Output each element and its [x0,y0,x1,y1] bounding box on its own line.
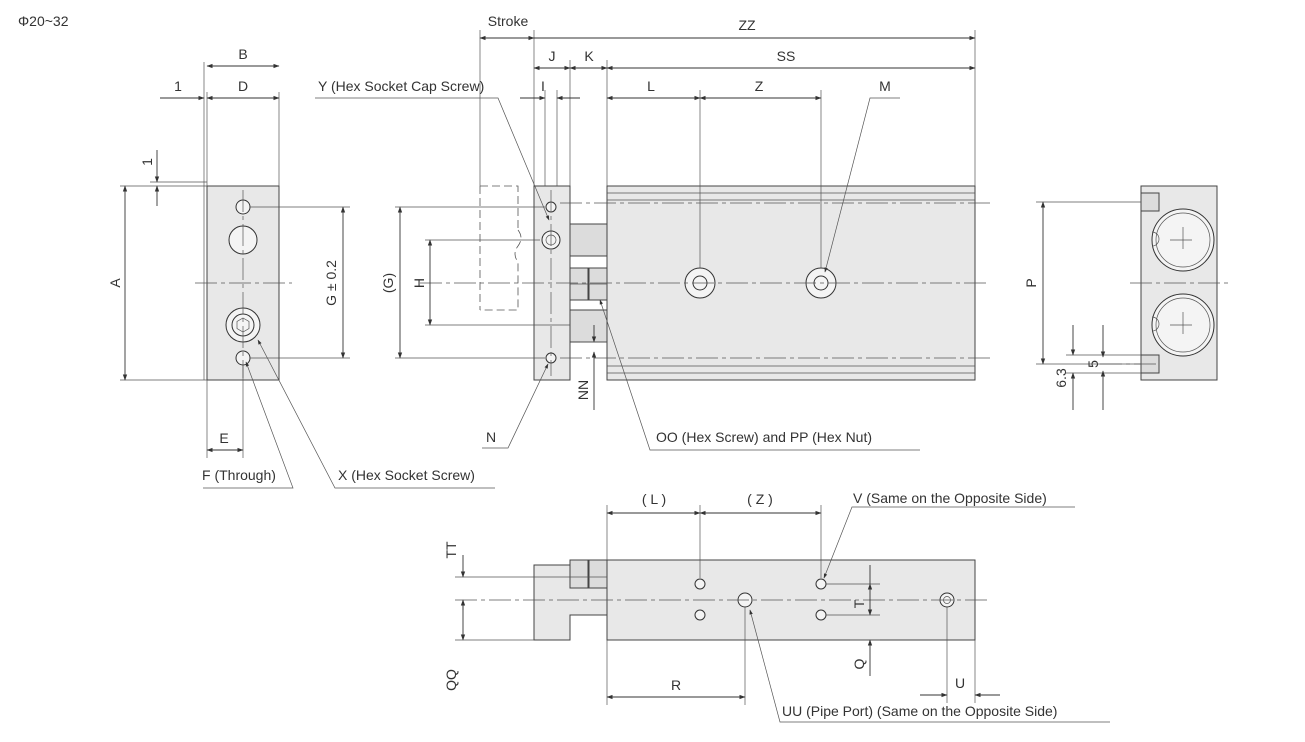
uu-pipe-port-label: UU (Pipe Port) (Same on the Opposite Sid… [782,703,1057,719]
dim-u-label: U [955,675,965,691]
x-hex-socket-screw-label: X (Hex Socket Screw) [338,467,475,483]
dim-zz-label: ZZ [738,17,756,33]
dim-e-label: E [219,430,228,446]
dim-h-label: H [411,278,427,288]
bottom-hole-4 [815,609,827,621]
dim-g-tolerance-label: G ± 0.2 [323,260,339,306]
dim-g-paren-label: (G) [380,273,396,293]
bottom-hex-screw [569,559,589,589]
dim-1-vertical-label: 1 [139,158,155,166]
bottom-hex-nut [588,559,608,589]
retaining-ring-lower [1151,316,1160,332]
dim-i-label: I [541,78,545,94]
dim-d-label: D [238,78,248,94]
dim-ss-label: SS [777,48,796,64]
dim-z-paren-label: ( Z ) [747,491,773,507]
dim-l-paren-label: ( L ) [642,491,666,507]
dim-a-label: A [107,278,123,288]
left-end-view: B D 1 1 A G ± 0.2 E F (Through) X (Hex S… [107,46,495,489]
m-label: M [879,78,891,94]
dim-1-horizontal-label: 1 [174,78,182,94]
dim-tt-label: TT [443,541,459,559]
dim-6-3-label: 6.3 [1053,368,1069,388]
f-through-label: F (Through) [202,467,276,483]
v-label: V (Same on the Opposite Side) [853,490,1047,506]
dim-p-label: P [1023,278,1039,287]
dim-b-label: B [238,46,247,62]
bottom-view: ( L ) ( Z ) V (Same on the Opposite Side… [443,490,1110,723]
dim-j-label: J [549,48,556,64]
dim-r-label: R [671,677,681,693]
n-label: N [486,429,496,445]
dim-stroke-label: Stroke [488,13,529,29]
bottom-hole-3 [694,609,706,621]
piston-rod-lower [569,309,608,343]
dim-q-label: Q [851,658,867,669]
right-plug-top [1140,192,1160,212]
retaining-ring-upper [1151,231,1160,247]
dim-l-label: L [647,78,655,94]
dim-t-label: T [851,599,867,608]
dim-qq-label: QQ [443,669,459,691]
oo-pp-label: OO (Hex Screw) and PP (Hex Nut) [656,429,872,445]
dim-z-label: Z [755,78,764,94]
dim-5-label: 5 [1085,360,1101,368]
bottom-hole-2 [815,578,827,590]
bottom-hole-1 [694,578,706,590]
size-range-title: Φ20~32 [18,13,69,29]
dim-k-label: K [584,48,594,64]
dim-nn-label: NN [575,380,591,400]
y-hex-socket-cap-screw-label: Y (Hex Socket Cap Screw) [318,78,484,94]
piston-rod-upper [569,223,608,257]
right-end-view: P 6.3 5 [1023,185,1228,410]
front-view: Stroke ZZ J K SS I Y (Hex Socket Cap Scr… [315,13,990,451]
